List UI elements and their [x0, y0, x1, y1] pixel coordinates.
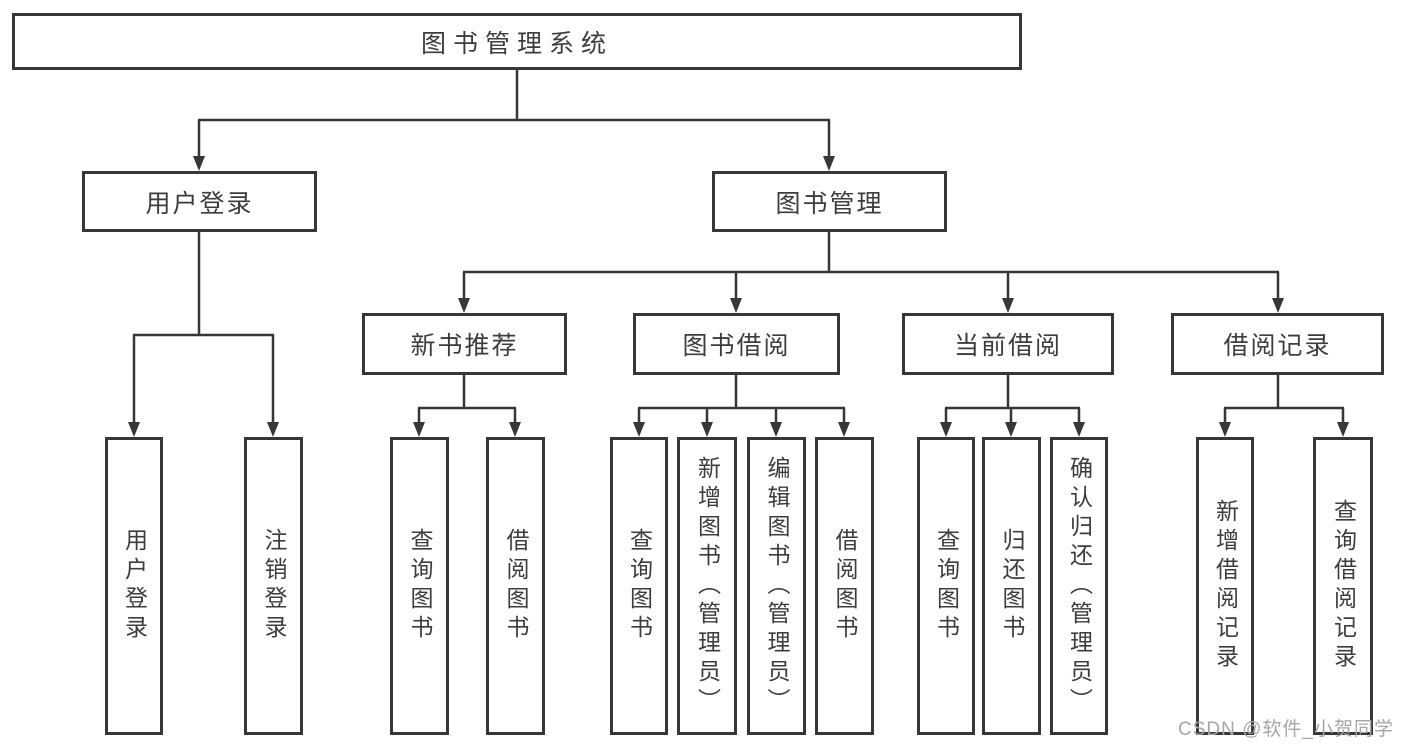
leaf-logout-label: 注销登录 — [261, 528, 287, 644]
leaf-logout: 注销登录 — [244, 437, 303, 735]
connector-borrow-records-to-leaves — [1223, 375, 1345, 425]
leaf-borrow-book-recommend: 借阅图书 — [486, 437, 545, 735]
leaf-query-book-current-label: 查询图书 — [933, 528, 960, 644]
connector-user-login-to-leaves — [132, 232, 275, 425]
leaf-confirm-return-admin-label: 确认归还（管理员） — [1066, 455, 1093, 717]
leaf-query-book-recommend: 查询图书 — [390, 437, 449, 735]
leaf-query-book-borrow-label: 查询图书 — [626, 528, 653, 644]
leaf-add-book-admin-label: 新增图书（管理员） — [694, 455, 721, 717]
connector-book-borrow-to-leaves — [637, 375, 846, 425]
leaf-query-borrow-record: 查询借阅记录 — [1313, 437, 1373, 735]
leaf-add-book-admin: 新增图书（管理员） — [677, 437, 737, 735]
connector-new-book-recommend-to-leaves — [417, 375, 517, 425]
arrowheads — [128, 156, 1349, 437]
leaf-borrow-book-label: 借阅图书 — [832, 528, 858, 644]
leaf-user-login-label: 用户登录 — [121, 528, 148, 644]
node-book-borrow-label: 图书借阅 — [682, 332, 791, 360]
leaf-add-borrow-record: 新增借阅记录 — [1196, 437, 1254, 735]
node-current-borrow: 当前借阅 — [902, 313, 1114, 375]
leaf-borrow-book-recommend-label: 借阅图书 — [503, 528, 529, 644]
leaf-confirm-return-admin: 确认归还（管理员） — [1050, 437, 1108, 735]
node-user-login: 用户登录 — [82, 171, 317, 232]
leaf-query-book-recommend-label: 查询图书 — [407, 528, 433, 644]
node-new-book-recommend-label: 新书推荐 — [410, 332, 519, 360]
leaf-add-borrow-record-label: 新增借阅记录 — [1212, 499, 1239, 673]
leaf-query-book-current: 查询图书 — [917, 437, 975, 735]
node-book-management: 图书管理 — [712, 171, 947, 232]
node-root-label: 图书管理系统 — [420, 29, 613, 58]
watermark: CSDN @软件_小贺同学 — [1178, 719, 1394, 740]
node-current-borrow-label: 当前借阅 — [953, 332, 1062, 360]
connector-current-borrow-to-leaves — [944, 375, 1081, 425]
node-borrow-records: 借阅记录 — [1171, 313, 1384, 375]
leaf-query-borrow-record-label: 查询借阅记录 — [1330, 499, 1357, 673]
leaf-query-book-borrow: 查询图书 — [610, 437, 668, 735]
leaf-borrow-book: 借阅图书 — [815, 437, 874, 735]
node-book-management-label: 图书管理 — [775, 189, 884, 218]
node-new-book-recommend: 新书推荐 — [362, 313, 567, 375]
connector-root-to-level2 — [197, 70, 831, 159]
leaf-return-book: 归还图书 — [982, 437, 1041, 735]
connector-book-management-to-level3 — [462, 232, 1280, 301]
leaf-edit-book-admin: 编辑图书（管理员） — [747, 437, 806, 735]
leaf-user-login: 用户登录 — [105, 437, 163, 735]
leaf-return-book-label: 归还图书 — [999, 528, 1025, 644]
node-borrow-records-label: 借阅记录 — [1223, 332, 1332, 360]
node-root: 图书管理系统 — [12, 13, 1022, 70]
node-user-login-label: 用户登录 — [145, 189, 254, 218]
node-book-borrow: 图书借阅 — [633, 313, 840, 375]
leaf-edit-book-admin-label: 编辑图书（管理员） — [764, 455, 790, 717]
